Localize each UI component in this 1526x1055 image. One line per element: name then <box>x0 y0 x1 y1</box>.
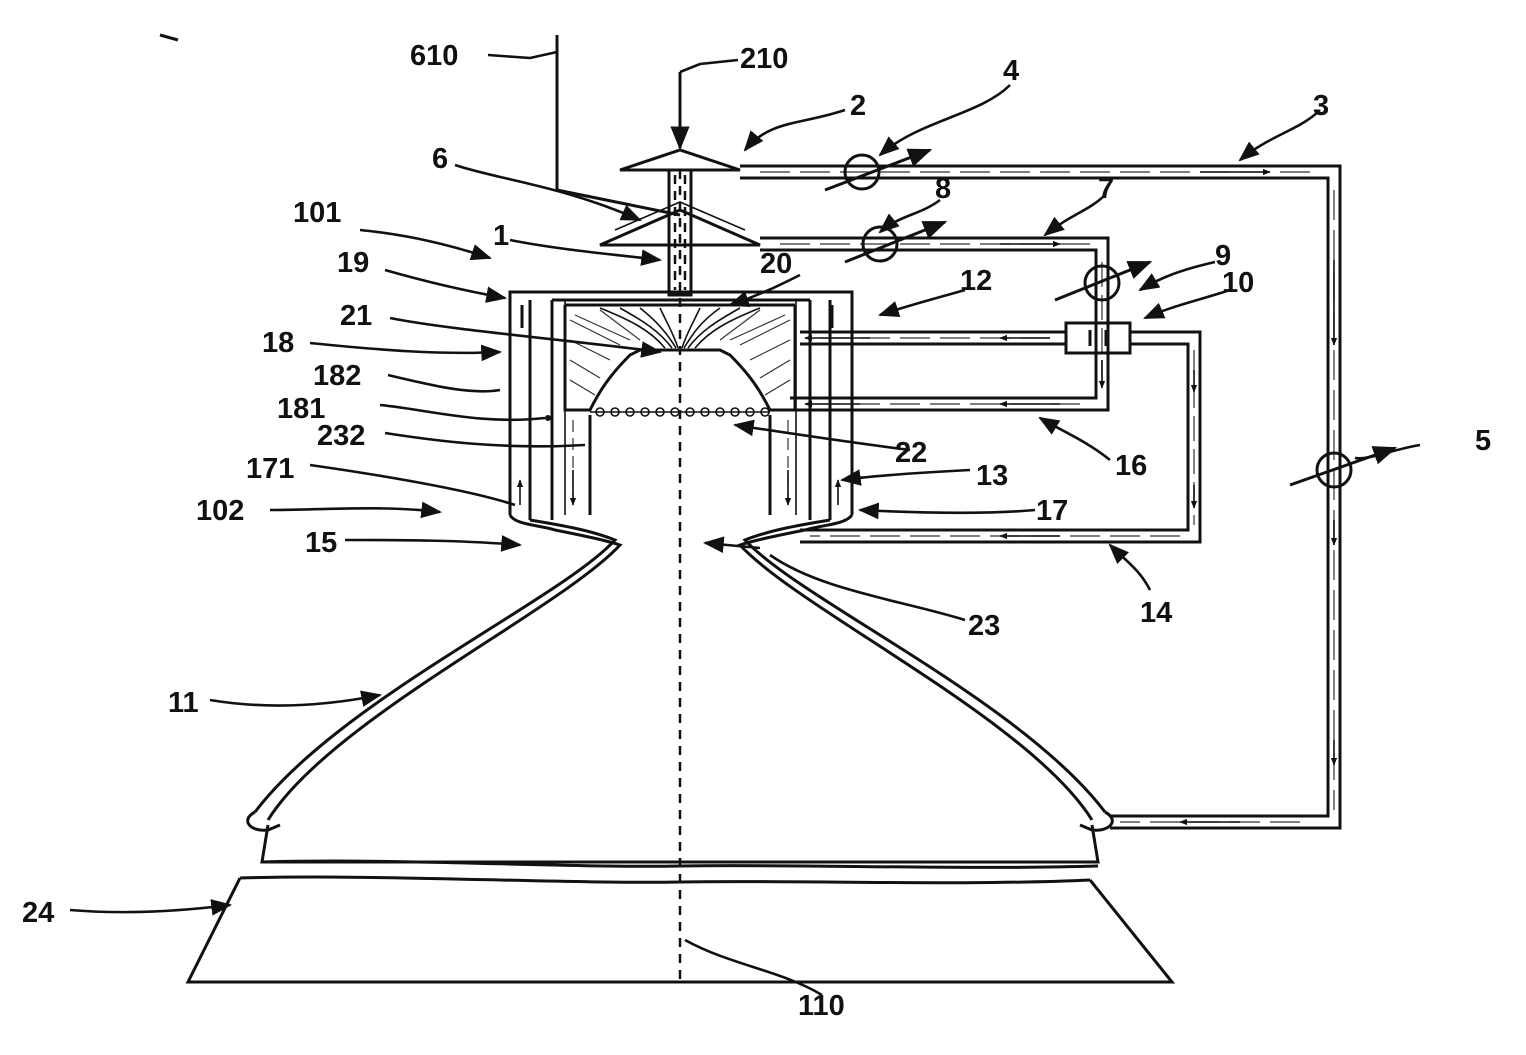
label-12: 12 <box>960 265 992 297</box>
label-24: 24 <box>22 897 54 929</box>
label-610: 610 <box>410 40 458 72</box>
label-10: 10 <box>1222 267 1254 299</box>
inner-chamber-wall-232 <box>588 415 772 515</box>
label-232: 232 <box>317 420 365 452</box>
label-8: 8 <box>935 173 951 205</box>
label-3: 3 <box>1313 90 1329 122</box>
label-20: 20 <box>760 248 792 280</box>
turbine-6 <box>599 208 761 247</box>
injector-ring-22 <box>590 407 770 417</box>
reference-numerals: 610 210 2 4 3 6 8 7 101 1 19 20 9 12 10 … <box>22 40 1491 1022</box>
label-15: 15 <box>305 527 337 559</box>
label-181: 181 <box>277 393 325 425</box>
label-9: 9 <box>1215 240 1231 272</box>
pump-2 <box>619 148 741 172</box>
splitter-10 <box>1064 321 1132 355</box>
label-110: 110 <box>798 990 845 1022</box>
line-14 <box>800 330 1202 544</box>
shaft-1 <box>667 168 693 297</box>
preburner-dome-20 <box>563 303 797 412</box>
label-1: 1 <box>493 220 509 252</box>
nozzle-extension-24 <box>185 877 1176 984</box>
nozzle-11 <box>246 513 1114 864</box>
label-11: 11 <box>168 687 199 719</box>
label-21: 21 <box>340 300 372 332</box>
label-4: 4 <box>1003 55 1019 87</box>
feed-line-610 <box>555 35 681 217</box>
line-7 <box>760 236 1110 412</box>
stray-mark <box>159 33 179 42</box>
leader-lines <box>69 50 1421 997</box>
label-2: 2 <box>850 90 866 122</box>
label-101: 101 <box>293 197 341 229</box>
label-102: 102 <box>196 495 244 527</box>
label-18: 18 <box>262 327 294 359</box>
shaft-1-centerline <box>673 175 687 290</box>
valve-8 <box>844 220 948 264</box>
label-16: 16 <box>1115 450 1147 482</box>
label-19: 19 <box>337 247 369 279</box>
label-182: 182 <box>313 360 361 392</box>
break-line-top <box>261 859 1099 869</box>
break-line-bottom <box>239 875 1091 885</box>
label-7: 7 <box>1098 173 1114 205</box>
label-5: 5 <box>1475 425 1491 457</box>
label-22: 22 <box>895 437 927 469</box>
label-210: 210 <box>740 43 788 75</box>
label-14: 14 <box>1140 597 1172 629</box>
valve-4 <box>824 148 933 192</box>
label-6: 6 <box>432 143 448 175</box>
line-12 <box>800 330 1066 346</box>
label-17: 17 <box>1036 495 1068 527</box>
label-23: 23 <box>968 610 1000 642</box>
line-3 <box>740 164 1342 830</box>
label-13: 13 <box>976 460 1008 492</box>
chamber-outer-wall-18 <box>508 290 854 515</box>
valve-9 <box>1054 260 1153 302</box>
label-171: 171 <box>246 453 294 485</box>
